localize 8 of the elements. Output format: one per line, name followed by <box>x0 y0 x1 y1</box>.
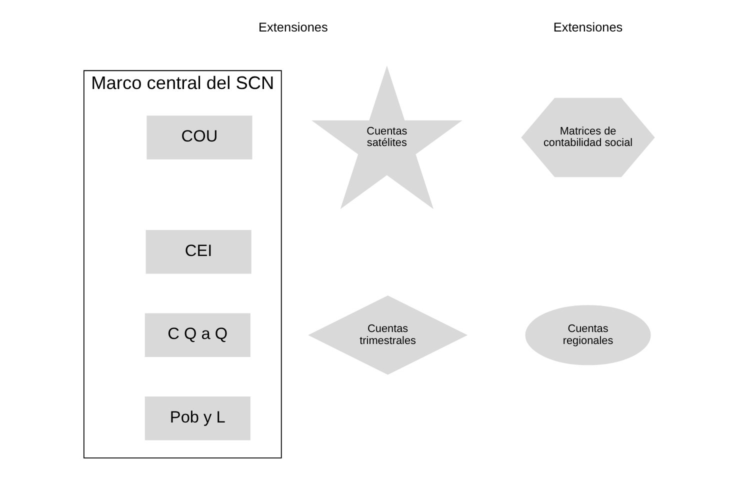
node-box: C Q a Q <box>144 313 250 357</box>
node-box: CEI <box>145 230 251 274</box>
node-box: COU <box>146 116 252 160</box>
node-diamond: Cuentas trimestrales <box>308 295 468 375</box>
label: Extensiones <box>552 20 622 35</box>
node-box: Pob y L <box>144 396 250 440</box>
node-ellipse: Cuentas regionales <box>524 305 650 366</box>
label: Extensiones <box>258 20 328 35</box>
